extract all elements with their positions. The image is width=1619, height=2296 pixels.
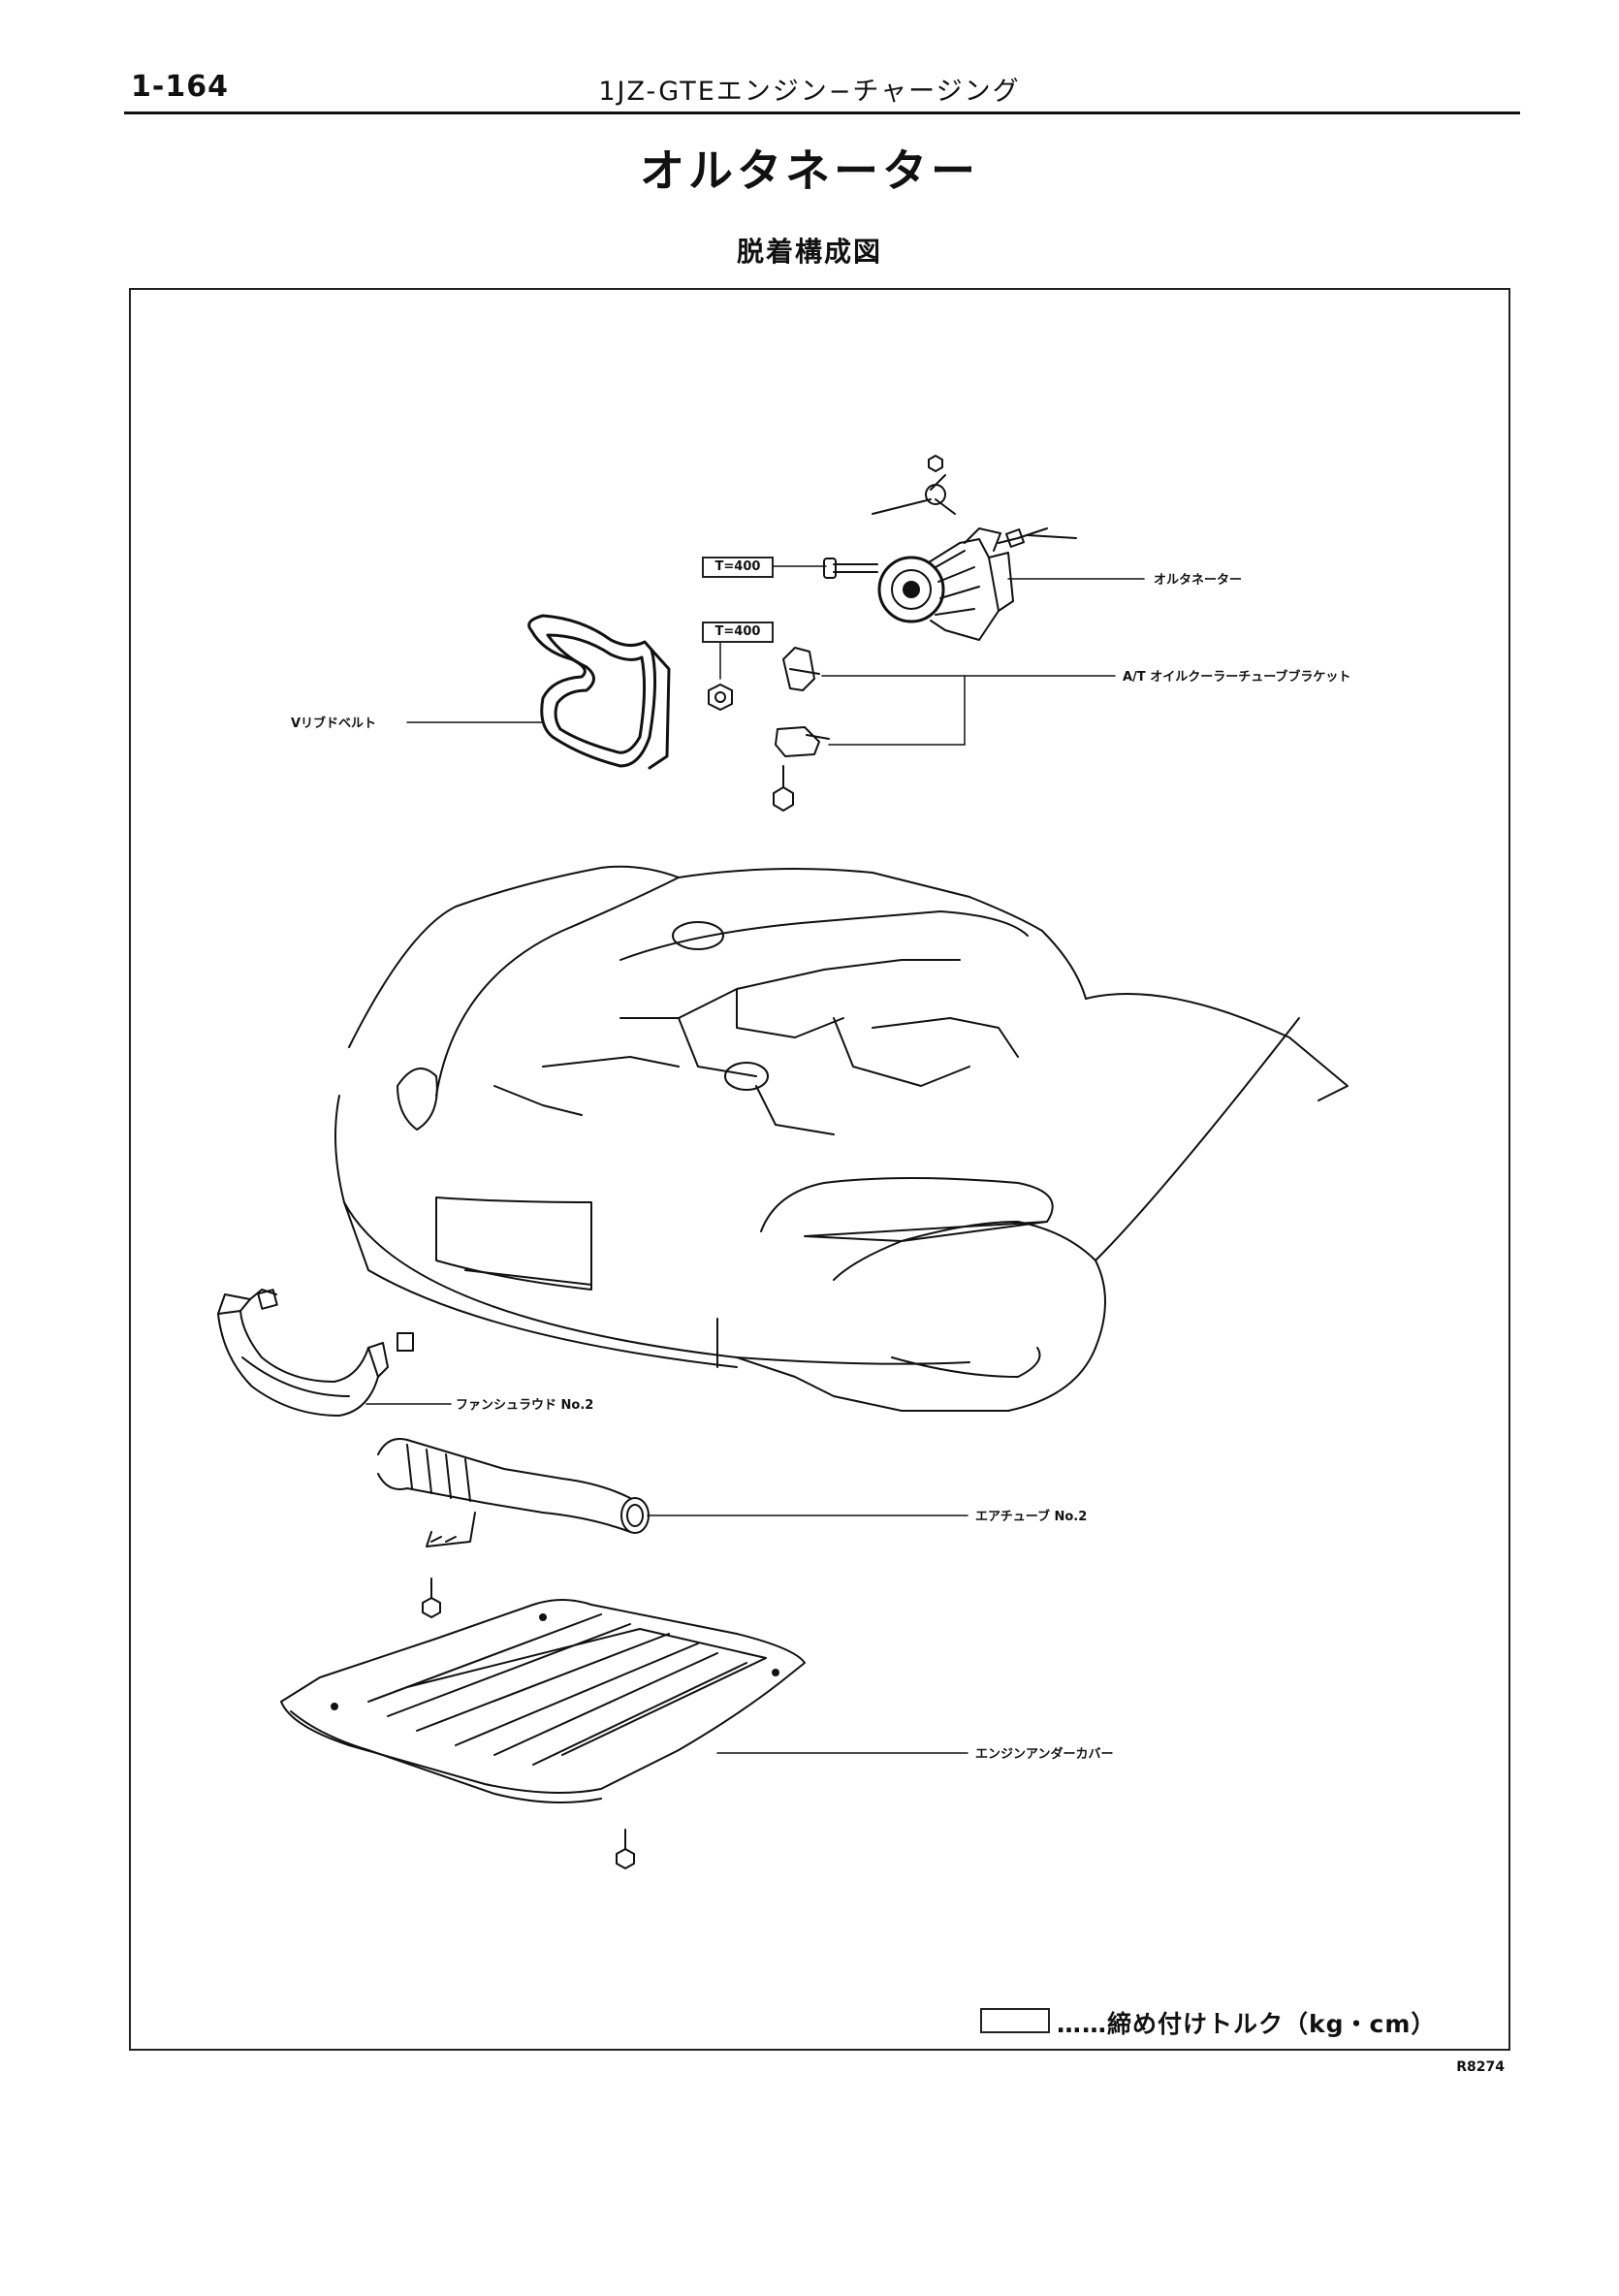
label-alternator: オルタネーター (1154, 573, 1242, 588)
legend-swatch (980, 2008, 1050, 2033)
header-rule (124, 112, 1520, 114)
label-under-cover: エンジンアンダーカバー (975, 1746, 1113, 1762)
page-title: オルタネーター (640, 144, 979, 197)
under-cover-illustration (280, 1599, 806, 1869)
leader-lines (365, 565, 1145, 1754)
at-bracket-illustration (708, 647, 830, 812)
alternator-illustration (823, 455, 1077, 641)
label-at-bracket: A/T オイルクーラーチューブブラケット (1123, 669, 1350, 685)
figure-reference: R8274 (1456, 2059, 1505, 2075)
torque-spec-nut: T=400 (702, 622, 774, 643)
diagram-frame (129, 288, 1510, 2051)
vribbed-belt-illustration (527, 614, 671, 770)
fan-shroud-illustration (217, 1289, 414, 1417)
diagram-subtitle: 脱着構成図 (736, 236, 882, 268)
chapter-title: 1JZ-GTEエンジン−チャージング (598, 77, 1021, 107)
car-front-illustration (334, 865, 1349, 1412)
label-fan-shroud: ファンシュラウド No.2 (456, 1398, 593, 1413)
label-vribbed-belt: Vリブドベルト (291, 716, 376, 731)
legend-text: ……締め付けトルク（kg・cm） (1057, 2010, 1437, 2038)
page-number: 1-164 (131, 70, 229, 104)
torque-spec-bolt: T=400 (702, 557, 774, 578)
label-air-tube: エアチューブ No.2 (975, 1509, 1087, 1524)
air-tube-illustration (377, 1438, 650, 1618)
